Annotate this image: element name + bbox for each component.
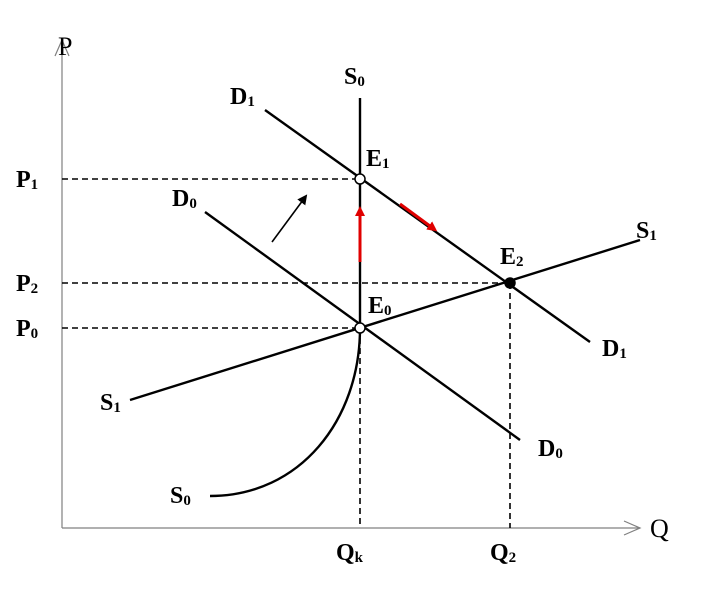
s0-top-label: S0	[344, 64, 365, 90]
p0-label: P0	[16, 316, 38, 342]
s0-curve	[209, 98, 362, 498]
s1-left-label: S1	[100, 390, 121, 416]
demand-shift-arrow	[271, 194, 308, 243]
x-axis-arrow	[623, 520, 642, 536]
p2-label: P2	[16, 271, 38, 297]
axes	[54, 38, 642, 536]
p1-label: P1	[16, 167, 38, 193]
s1-right-label: S1	[636, 218, 657, 244]
e0-label: E0	[368, 293, 392, 319]
e1-label: E1	[366, 146, 390, 172]
qk-label: Qk	[336, 540, 364, 566]
e1-point	[354, 173, 366, 185]
guide-lines	[62, 178, 511, 528]
s0-bottom-label: S0	[170, 483, 191, 509]
q2-label: Q2	[490, 540, 516, 566]
s1-curve	[129, 238, 641, 402]
y-axis-label: P	[58, 32, 72, 61]
x-axis-label: Q	[650, 514, 669, 543]
e2-point	[504, 277, 516, 289]
y-axis-arrow	[54, 38, 70, 57]
red-arrow-along-d1	[399, 202, 438, 232]
d1-bottom-label: D1	[602, 336, 627, 362]
d0-top-label: D0	[172, 186, 197, 212]
e0-point	[354, 322, 366, 334]
d0-bottom-label: D0	[538, 436, 563, 462]
d1-top-label: D1	[230, 84, 255, 110]
e2-label: E2	[500, 244, 524, 270]
